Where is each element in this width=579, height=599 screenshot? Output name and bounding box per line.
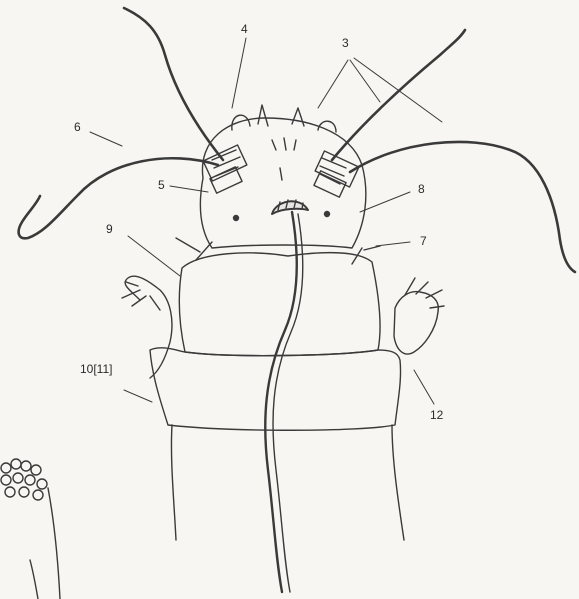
label-5: 5	[158, 178, 165, 192]
label-8: 8	[418, 182, 425, 196]
antenna-right	[332, 30, 465, 160]
leader-3c	[354, 58, 442, 122]
leader-3a	[318, 60, 348, 108]
seta-right	[350, 142, 575, 272]
label-10-11: 10[11]	[80, 362, 112, 376]
leader-9	[128, 236, 180, 276]
eye-dot-left	[234, 216, 239, 221]
leader-lines	[90, 38, 442, 404]
papilla	[258, 105, 268, 126]
feeding-tube	[265, 212, 296, 592]
leader-4	[232, 38, 246, 108]
leader-12	[414, 370, 434, 404]
feeding-tube-inner	[273, 214, 303, 592]
antenna-left	[124, 8, 223, 160]
leg-right	[394, 292, 438, 354]
fragment-lower-left	[1, 459, 60, 599]
papilla	[232, 115, 250, 130]
antennal-base-left	[203, 145, 247, 193]
seta-left	[19, 158, 218, 238]
segment-3	[171, 425, 404, 540]
setae-segment-1	[176, 238, 380, 264]
label-7: 7	[420, 234, 427, 248]
label-12: 12	[430, 408, 443, 422]
label-3: 3	[342, 36, 349, 50]
leader-6	[90, 132, 122, 146]
label-4: 4	[241, 22, 248, 36]
papilla	[292, 108, 304, 126]
label-6: 6	[74, 120, 81, 134]
antennal-base-right	[314, 151, 359, 197]
leader-8	[360, 192, 410, 212]
leader-5	[170, 186, 208, 192]
leader-7	[376, 242, 410, 246]
eye-dot-right	[325, 212, 330, 217]
leg-left	[125, 276, 172, 378]
label-9: 9	[106, 222, 113, 236]
head-hairs	[272, 138, 296, 180]
leader-10	[124, 390, 152, 402]
